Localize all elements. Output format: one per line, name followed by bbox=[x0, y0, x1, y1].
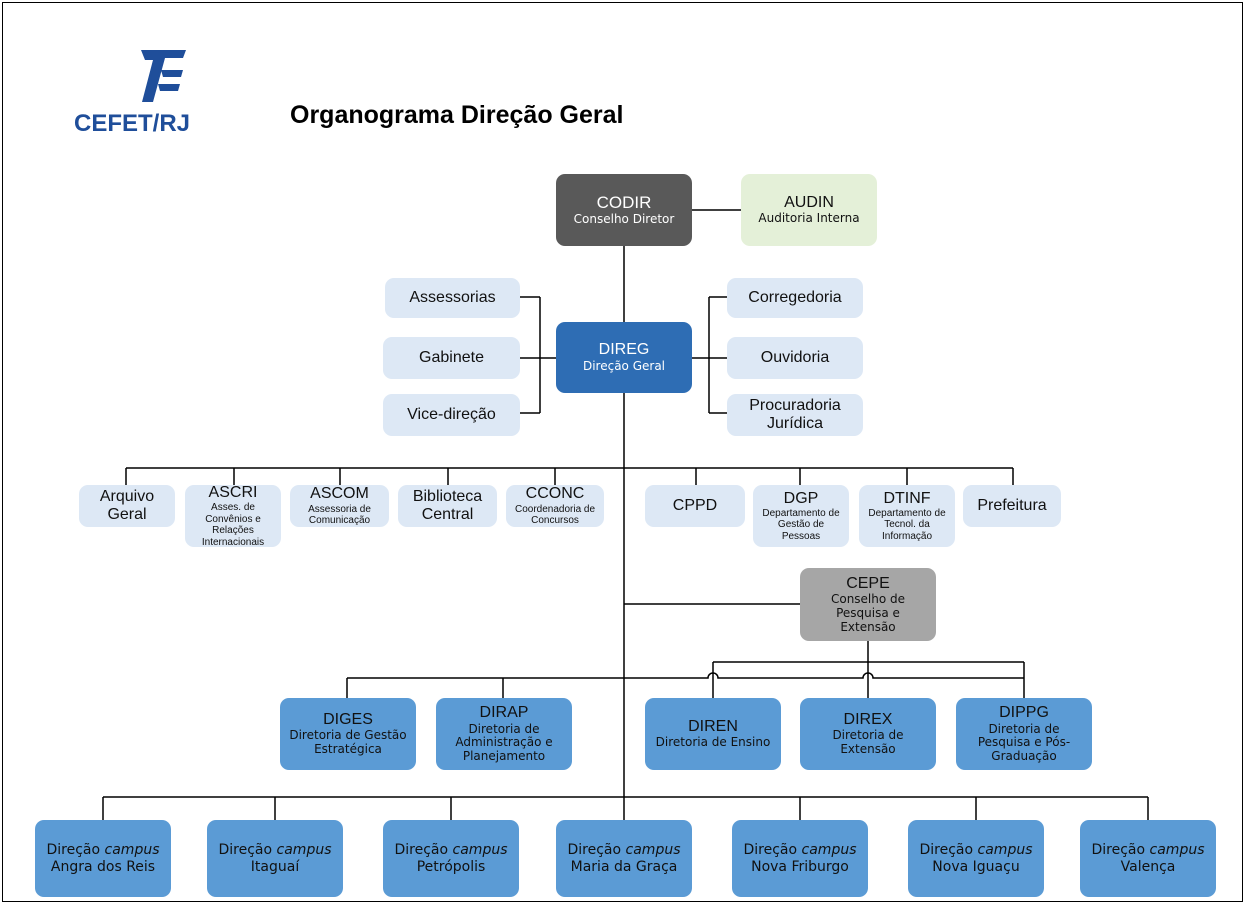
campus-petropolis: Direção campus Petrópolis bbox=[383, 820, 519, 897]
unit-sub: Coordenadoria de Concursos bbox=[514, 503, 596, 527]
audin-box: AUDIN Auditoria Interna bbox=[741, 174, 877, 246]
diretoria-sub: Diretoria de Administração e Planejament… bbox=[455, 721, 553, 764]
campus-maria-da-graca: Direção campus Maria da Graça bbox=[556, 820, 692, 897]
diretoria-title: DIRAP bbox=[479, 704, 529, 722]
dirap-box: DIRAP Diretoria de Administração e Plane… bbox=[436, 698, 572, 770]
campus-heading: Direção campus bbox=[567, 842, 681, 859]
procuradoria-label: Procuradoria Jurídica bbox=[749, 396, 841, 432]
diretoria-sub: Diretoria de Extensão bbox=[832, 728, 904, 757]
diretoria-title: DIGES bbox=[323, 711, 373, 728]
unit-cconc: CCONC Coordenadoria de Concursos bbox=[506, 485, 604, 527]
diretoria-sub: Diretoria de Pesquisa e Pós-Graduação bbox=[977, 721, 1071, 764]
assessorias-label: Assessorias bbox=[409, 288, 496, 306]
diren-box: DIREN Diretoria de Ensino bbox=[645, 698, 781, 770]
direg-title: DIREG bbox=[598, 341, 650, 359]
codir-sub: Conselho Diretor bbox=[573, 211, 675, 226]
unit-title: DTINF bbox=[883, 489, 931, 507]
campus-name: Valença bbox=[1120, 858, 1176, 875]
corregedoria-box: Corregedoria bbox=[727, 278, 863, 318]
campus-name: Angra dos Reis bbox=[50, 858, 156, 875]
campus-heading: Direção campus bbox=[919, 842, 1033, 859]
campus-nova-iguacu: Direção campus Nova Iguaçu bbox=[908, 820, 1044, 897]
diretoria-sub: Diretoria de Gestão Estratégica bbox=[289, 728, 407, 757]
direg-box: DIREG Direção Geral bbox=[556, 322, 692, 393]
unit-title: Prefeitura bbox=[977, 496, 1047, 514]
direg-sub: Direção Geral bbox=[582, 358, 666, 373]
cepe-title: CEPE bbox=[846, 574, 890, 592]
unit-cppd: CPPD bbox=[645, 485, 745, 527]
audin-sub: Auditoria Interna bbox=[758, 211, 860, 226]
campus-heading: Direção campus bbox=[46, 842, 160, 859]
campus-valenca: Direção campus Valença bbox=[1080, 820, 1216, 897]
campus-name: Nova Friburgo bbox=[751, 858, 849, 875]
campus-heading: Direção campus bbox=[743, 842, 857, 859]
unit-sub: Assessoria de Comunicação bbox=[308, 503, 371, 527]
unit-title: DGP bbox=[783, 489, 819, 507]
ouvidoria-box: Ouvidoria bbox=[727, 337, 863, 379]
direx-box: DIREX Diretoria de Extensão bbox=[800, 698, 936, 770]
assessorias-box: Assessorias bbox=[385, 278, 520, 318]
dippg-box: DIPPG Diretoria de Pesquisa e Pós-Gradua… bbox=[956, 698, 1092, 770]
campus-heading: Direção campus bbox=[394, 842, 508, 859]
vice-direcao-label: Vice-direção bbox=[407, 405, 496, 423]
diges-box: DIGES Diretoria de Gestão Estratégica bbox=[280, 698, 416, 770]
ouvidoria-label: Ouvidoria bbox=[760, 348, 830, 366]
campus-name: Itaguaí bbox=[250, 858, 300, 875]
campus-angra: Direção campus Angra dos Reis bbox=[35, 820, 171, 897]
cepe-box: CEPE Conselho de Pesquisa e Extensão bbox=[800, 568, 936, 641]
gabinete-box: Gabinete bbox=[383, 337, 520, 379]
corregedoria-label: Corregedoria bbox=[748, 288, 842, 306]
campus-heading: Direção campus bbox=[218, 842, 332, 859]
unit-sub: Departamento de Gestão de Pessoas bbox=[762, 507, 840, 542]
unit-title: CCONC bbox=[525, 485, 585, 503]
page-title: Organograma Direção Geral bbox=[290, 101, 624, 129]
diretoria-title: DIREX bbox=[843, 711, 893, 728]
unit-title: ASCOM bbox=[310, 485, 369, 503]
unit-sub: Asses. de Convênios e Relações Internaci… bbox=[201, 502, 265, 548]
logo-text: CEFET/RJ bbox=[74, 110, 191, 137]
diretoria-title: DIREN bbox=[688, 717, 738, 735]
audin-title: AUDIN bbox=[784, 193, 834, 211]
unit-ascom: ASCOM Assessoria de Comunicação bbox=[290, 485, 389, 527]
unit-title: Biblioteca Central bbox=[412, 487, 483, 523]
codir-title: CODIR bbox=[596, 193, 652, 213]
campus-heading: Direção campus bbox=[1091, 842, 1205, 859]
procuradoria-box: Procuradoria Jurídica bbox=[727, 394, 863, 436]
cefet-logo-icon bbox=[141, 50, 186, 102]
unit-biblioteca: Biblioteca Central bbox=[398, 485, 497, 527]
unit-title: Arquivo Geral bbox=[99, 487, 155, 523]
campus-nova-friburgo: Direção campus Nova Friburgo bbox=[732, 820, 868, 897]
unit-sub: Departamento de Tecnol. da Informação bbox=[868, 507, 946, 542]
vice-direcao-box: Vice-direção bbox=[383, 394, 520, 436]
campus-name: Nova Iguaçu bbox=[932, 858, 1020, 875]
gabinete-label: Gabinete bbox=[419, 348, 484, 366]
diretoria-title: DIPPG bbox=[999, 704, 1049, 722]
unit-prefeitura: Prefeitura bbox=[963, 485, 1061, 527]
unit-dgp: DGP Departamento de Gestão de Pessoas bbox=[753, 485, 849, 547]
campus-name: Maria da Graça bbox=[570, 858, 678, 875]
unit-title: ASCRI bbox=[208, 483, 258, 501]
campus-itaguai: Direção campus Itaguaí bbox=[207, 820, 343, 897]
campus-name: Petrópolis bbox=[416, 858, 486, 875]
codir-box: CODIR Conselho Diretor bbox=[556, 174, 692, 246]
cepe-sub: Conselho de Pesquisa e Extensão bbox=[830, 592, 906, 634]
unit-title: CPPD bbox=[672, 496, 718, 514]
unit-ascri: ASCRI Asses. de Convênios e Relações Int… bbox=[185, 483, 281, 548]
diretoria-sub: Diretoria de Ensino bbox=[655, 735, 771, 750]
unit-arquivo-geral: Arquivo Geral bbox=[79, 485, 175, 527]
unit-dtinf: DTINF Departamento de Tecnol. da Informa… bbox=[859, 485, 955, 547]
